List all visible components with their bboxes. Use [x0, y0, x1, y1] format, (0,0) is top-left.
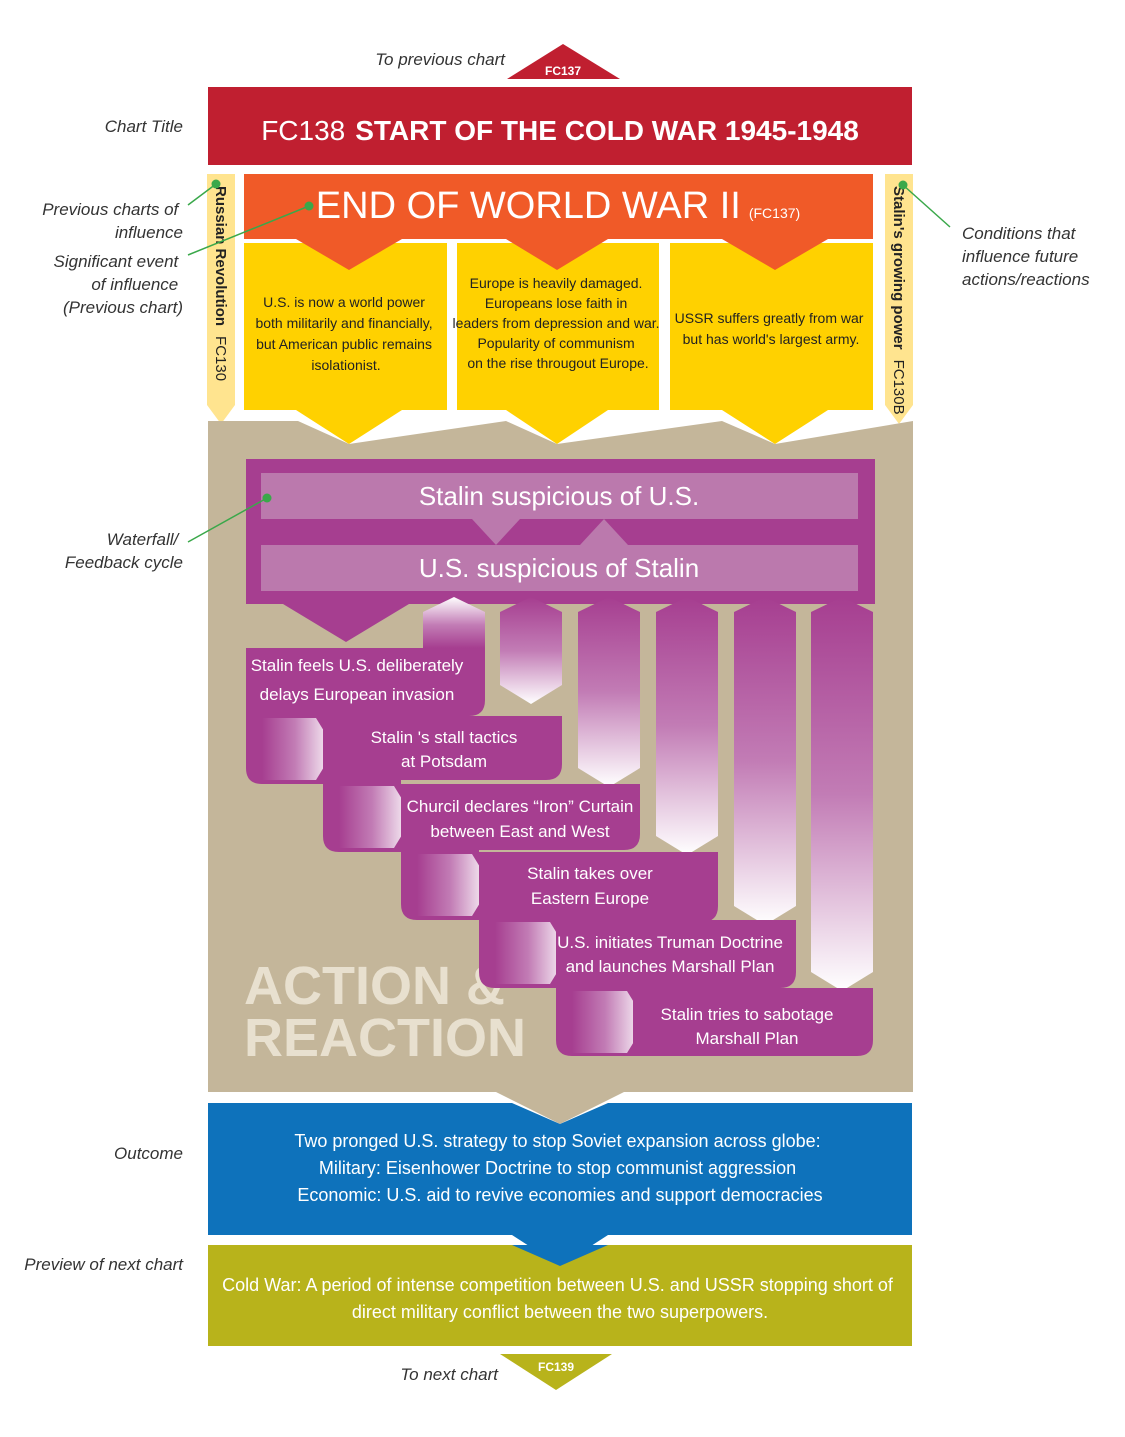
step-arrow-5	[572, 991, 646, 1053]
condition-text-2: Europe is heavily damaged. Europeans los…	[453, 275, 664, 371]
previous-chart-code[interactable]: FC137	[545, 64, 581, 78]
side-tab-stalins-growing-power: Stalin's growing powerFC130B	[885, 174, 913, 424]
watermark-line-2: REACTION	[244, 1008, 526, 1068]
step-arrow-4	[495, 922, 569, 984]
chart-title-bar: FC138 START OF THE COLD WAR 1945-1948	[208, 87, 912, 165]
next-chart-arrow[interactable]	[500, 1354, 612, 1390]
outcome-box: Two pronged U.S. strategy to stop Soviet…	[208, 1103, 912, 1266]
event-title: END OF WORLD WAR II(FC137)	[316, 185, 800, 227]
step-arrow-1	[262, 718, 335, 780]
leader-dot-waterfall	[262, 493, 272, 503]
leader-dot-significant-event	[304, 201, 314, 211]
annotation-waterfall: Waterfall/ Feedback cycle	[65, 530, 183, 572]
cycle-bar-bottom	[261, 545, 858, 591]
previous-chart-arrow[interactable]	[507, 44, 620, 79]
annotation-conditions: Conditions that influence future actions…	[962, 224, 1090, 289]
preview-text: Cold War: A period of intense competitio…	[222, 1275, 898, 1322]
leader-line-significant-event	[187, 205, 310, 256]
cycle-bottom-text: U.S. suspicious of Stalin	[419, 553, 699, 583]
leader-dot-previous-charts	[211, 179, 221, 189]
preview-box: Cold War: A period of intense competitio…	[208, 1245, 912, 1346]
leader-line-previous-charts	[187, 183, 217, 206]
side-tab-right-text: Stalin's growing powerFC130B	[890, 186, 907, 415]
feedback-arrow-3	[578, 597, 640, 787]
title-code: FC138	[261, 115, 345, 146]
side-tab-left-text: Russian RevolutionFC130	[212, 186, 229, 381]
feedback-arrow-5	[734, 597, 796, 925]
outcome-text: Two pronged U.S. strategy to stop Soviet…	[294, 1131, 825, 1205]
condition-box-2	[457, 243, 659, 444]
condition-box-1	[244, 243, 447, 444]
cycle-bar-top	[261, 473, 858, 519]
leader-line-waterfall	[187, 497, 268, 543]
condition-text-3: USSR suffers greatly from war but has wo…	[675, 310, 868, 347]
annotation-outcome: Outcome	[114, 1144, 183, 1163]
annotation-significant-event: Significant event of influence (Previous…	[54, 252, 183, 317]
feedback-arrow-2	[500, 597, 562, 704]
condition-text-1: U.S. is now a world power both militaril…	[255, 294, 436, 373]
leader-dot-conditions	[898, 180, 908, 190]
annotation-chart-title: Chart Title	[105, 117, 183, 136]
feedback-arrow-4	[656, 597, 718, 855]
step-arrow-2	[339, 786, 413, 848]
feedback-arrow-6	[811, 597, 873, 991]
significant-event-banner: END OF WORLD WAR II(FC137)	[244, 174, 873, 270]
feedback-cycle: Stalin suspicious of U.S. U.S. suspiciou…	[246, 459, 875, 642]
feedback-arrow-1	[423, 597, 485, 648]
previous-chart-label: To previous chart	[375, 50, 506, 69]
condition-boxes: U.S. is now a world power both militaril…	[244, 243, 873, 444]
leader-line-conditions	[902, 184, 951, 228]
page-title: FC138 START OF THE COLD WAR 1945-1948	[261, 115, 859, 146]
title-text: START OF THE COLD WAR 1945-1948	[355, 115, 859, 146]
step-arrow-3	[417, 854, 491, 916]
annotations: Chart Title Previous charts of influence…	[24, 117, 1090, 1274]
annotation-preview: Preview of next chart	[24, 1255, 184, 1274]
next-chart-label: To next chart	[400, 1365, 499, 1384]
annotation-previous-charts: Previous charts of influence	[42, 200, 183, 242]
watermark-line-1: ACTION &	[244, 956, 505, 1016]
condition-box-3	[670, 243, 873, 444]
cycle-top-text: Stalin suspicious of U.S.	[419, 481, 699, 511]
next-chart-code[interactable]: FC139	[538, 1360, 574, 1374]
side-tab-russian-revolution: Russian RevolutionFC130	[207, 174, 235, 424]
previous-chart-nav[interactable]: To previous chart FC137	[375, 44, 620, 79]
step-box-6	[633, 988, 873, 1056]
next-chart-nav[interactable]: FC139 To next chart	[400, 1354, 612, 1390]
